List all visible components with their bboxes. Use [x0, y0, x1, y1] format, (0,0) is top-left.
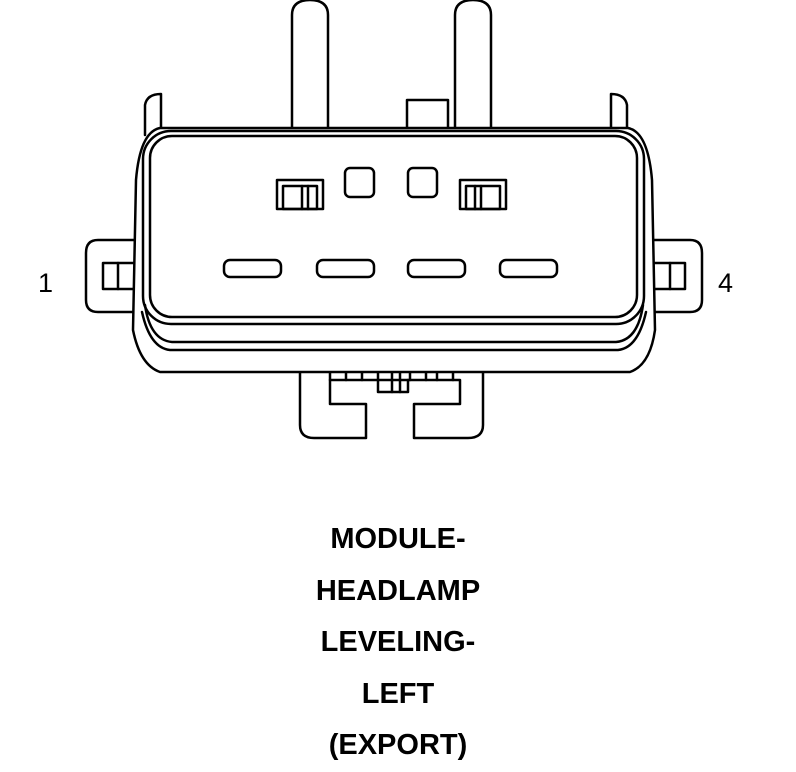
- terminal-slot-4: [498, 258, 559, 279]
- connector-inner-face: [141, 129, 646, 326]
- upper-cavity-square-2: [406, 166, 439, 199]
- caption-line-3: LEVELING-: [320, 626, 476, 658]
- upper-cavity-square-1: [343, 166, 376, 199]
- upper-cavity-right: [458, 178, 508, 211]
- upper-cavity-left: [275, 178, 325, 211]
- caption-line-1: MODULE-: [330, 523, 466, 555]
- connector-face-drawing: [84, 0, 704, 440]
- terminal-slot-2: [315, 258, 376, 279]
- connector-caption: MODULE- HEADLAMP LEVELING- LEFT (EXPORT): [0, 514, 796, 772]
- caption-line-2: HEADLAMP: [315, 574, 481, 607]
- right-latch-tab: [609, 92, 629, 137]
- left-latch-tab: [143, 92, 163, 137]
- top-key-tab: [405, 98, 450, 130]
- right-side-ear: [647, 238, 704, 314]
- top-pin-right: [453, 0, 493, 132]
- top-pin-left: [290, 0, 330, 132]
- caption-line-4: LEFT: [361, 677, 435, 710]
- pin-number-right: 4: [718, 268, 734, 298]
- caption-line-5: (EXPORT): [328, 729, 468, 761]
- left-side-ear: [84, 238, 141, 314]
- pin-number-left: 1: [38, 268, 54, 298]
- terminal-slot-3: [406, 258, 467, 279]
- terminal-slot-1: [222, 258, 283, 279]
